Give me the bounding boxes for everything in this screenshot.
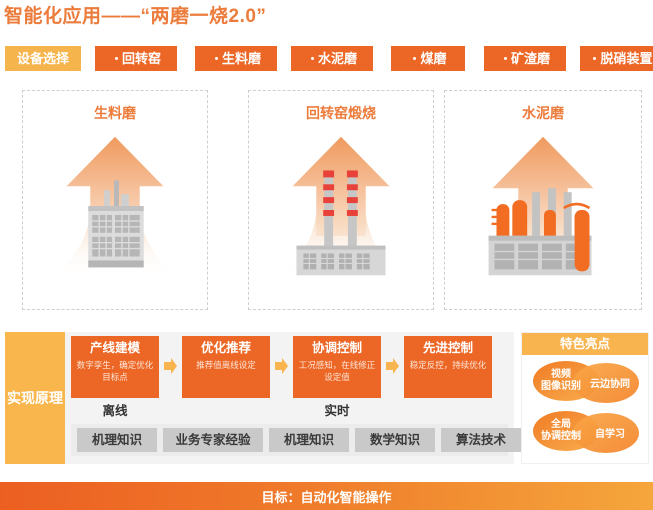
cement-mill-illustration	[445, 119, 641, 303]
tab-device-5[interactable]: 脱硝装置	[580, 46, 653, 71]
tab-device-2-label: 水泥磨	[317, 51, 357, 66]
step-card-0-desc: 数字孪生，确定优化目标点	[76, 360, 154, 382]
bubble-0-line2: 图像识别	[541, 379, 581, 392]
step-card-1-desc: 推荐值离线设定	[196, 360, 256, 370]
step-card-1[interactable]: 优化推荐 推荐值离线设定	[182, 336, 270, 398]
knowledge-tag-4[interactable]: 算法技术	[441, 428, 521, 452]
rotary-kiln-illustration	[249, 119, 433, 303]
tab-device-2[interactable]: 水泥磨	[291, 46, 373, 71]
tab-device-3-label: 煤磨	[420, 51, 447, 66]
step-card-2-desc: 工况感知，在线修正设定值	[298, 360, 376, 382]
panel-rotary-kiln-title: 回转窑煅烧	[306, 105, 376, 121]
page-title: 智能化应用——“两磨一烧2.0”	[4, 6, 267, 27]
bullet-icon	[114, 57, 118, 61]
knowledge-tag-1[interactable]: 业务专家经验	[163, 428, 263, 452]
phase-label-offline: 离线	[102, 404, 128, 418]
step-card-3-title: 先进控制	[422, 341, 473, 355]
bullet-icon	[413, 57, 417, 61]
step-arrow-icon-0	[164, 358, 177, 374]
highlights-header: 特色亮点	[522, 333, 648, 355]
panel-raw-mill-title: 生料磨	[94, 105, 136, 121]
bullet-icon	[503, 57, 507, 61]
step-card-3[interactable]: 先进控制 稳定反控，持续优化	[404, 336, 492, 398]
tab-device-1-label: 生料磨	[221, 51, 261, 66]
panel-cement-mill[interactable]: 水泥磨	[444, 90, 642, 310]
step-card-2[interactable]: 协调控制 工况感知，在线修正设定值	[293, 336, 381, 398]
device-selection-label: 设备选择	[5, 46, 81, 71]
tab-device-0[interactable]: 回转窑	[95, 46, 177, 71]
step-card-2-title: 协调控制	[311, 341, 362, 355]
step-card-1-title: 优化推荐	[200, 341, 251, 355]
step-arrow-icon-2	[386, 358, 399, 374]
tab-device-3[interactable]: 煤磨	[391, 46, 465, 71]
knowledge-tag-0[interactable]: 机理知识	[77, 428, 157, 452]
bubble-2-line1: 全局	[550, 417, 571, 430]
panel-raw-mill[interactable]: 生料磨	[22, 90, 208, 310]
goal-bar: 目标：自动化智能操作	[0, 482, 653, 510]
highlights-card: 特色亮点	[521, 332, 649, 464]
knowledge-tag-row: 机理知识 业务专家经验 机理知识 数学知识 算法技术	[71, 424, 521, 456]
bullet-icon	[593, 57, 597, 61]
tab-device-5-label: 脱硝装置	[600, 51, 653, 66]
tab-device-0-label: 回转窑	[121, 51, 161, 66]
step-card-3-desc: 稳定反控，持续优化	[409, 360, 487, 370]
principle-section: 实现原理 产线建模 数字孪生，确定优化目标点 优化推荐 推荐值离线设定 协调控制…	[5, 332, 521, 464]
bubble-0-line1: 视频	[551, 367, 571, 380]
device-selection-bar: 设备选择 回转窑 生料磨 水泥磨 煤磨 矿渣磨 脱硝装置	[5, 46, 653, 71]
principle-steps: 产线建模 数字孪生，确定优化目标点 优化推荐 推荐值离线设定 协调控制 工况感知…	[71, 336, 510, 398]
knowledge-tag-2[interactable]: 机理知识	[269, 428, 349, 452]
tab-device-1[interactable]: 生料磨	[195, 46, 277, 71]
highlights-bubbles: 视频 图像识别 云边协同 全局 协调控制 自学习	[522, 355, 648, 463]
principle-label: 实现原理	[5, 332, 65, 464]
step-arrow-icon-1	[275, 358, 288, 374]
bullet-icon	[214, 57, 218, 61]
bubble-2-line2: 协调控制	[541, 429, 581, 442]
tab-device-4-label: 矿渣磨	[510, 51, 550, 66]
tab-device-4[interactable]: 矿渣磨	[484, 46, 566, 71]
raw-mill-illustration	[23, 119, 207, 303]
bullet-icon	[310, 57, 314, 61]
phase-label-realtime: 实时	[324, 404, 350, 418]
step-card-0-title: 产线建模	[89, 341, 140, 355]
panel-rotary-kiln[interactable]: 回转窑煅烧	[248, 90, 434, 310]
bubble-1-line1: 云边协同	[590, 377, 630, 390]
panel-cement-mill-title: 水泥磨	[522, 105, 564, 121]
step-card-0[interactable]: 产线建模 数字孪生，确定优化目标点	[71, 336, 159, 398]
bubble-3-line1: 自学习	[595, 427, 625, 440]
knowledge-tag-3[interactable]: 数学知识	[355, 428, 435, 452]
